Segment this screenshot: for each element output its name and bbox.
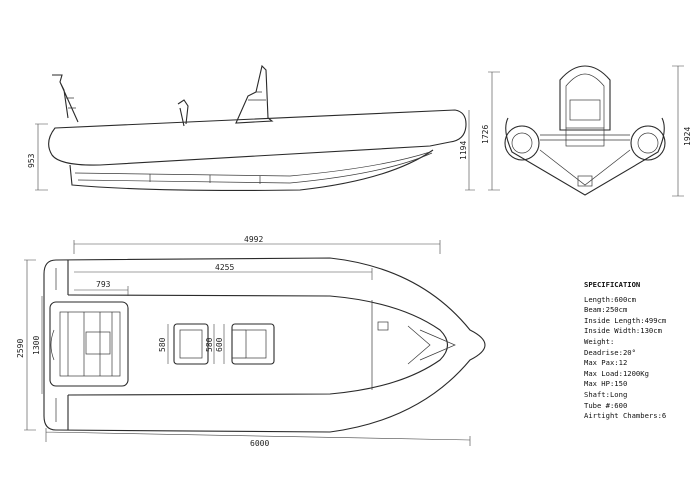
spec-line: Inside Width:130cm (584, 326, 662, 336)
dim-inside-length: 4992 (244, 235, 263, 244)
top-transom (49, 301, 129, 387)
spec-line: Beam:250cm (584, 305, 628, 315)
spec-line: Tube #:600 (584, 400, 628, 410)
front-hull (505, 117, 665, 196)
specification-panel: SPECIFICATION Length:600cm Beam:250cm In… (584, 280, 694, 422)
dim-inner-width: 1300 (32, 336, 41, 355)
dim-seat-depth-b: 600 (215, 337, 224, 352)
dim-overall-length: 6000 (250, 439, 269, 448)
specification-title: SPECIFICATION (584, 280, 641, 289)
spec-line: Deadrise:20° (584, 347, 636, 357)
dim-deck-length: 4255 (215, 263, 234, 272)
front-console (559, 65, 611, 131)
spec-line: Weight: (584, 336, 615, 346)
spec-line: Max Pax:12 (584, 358, 628, 368)
top-console (231, 323, 275, 365)
dim-transom-offset: 793 (96, 280, 111, 289)
side-console (235, 64, 274, 124)
dim-seat-width: 580 (158, 337, 167, 352)
top-view (24, 240, 486, 446)
front-tube-left (504, 125, 540, 161)
side-tube (48, 109, 467, 166)
side-hull (69, 149, 434, 191)
dim-side-height: 953 (27, 153, 36, 168)
spec-line: Inside Length:499cm (584, 315, 667, 325)
side-rail (52, 74, 79, 123)
dim-side-draft: 1194 (459, 141, 468, 160)
front-view (488, 65, 684, 197)
side-seat (177, 99, 189, 127)
spec-line: Length:600cm (584, 294, 636, 304)
dim-front-height-outer: 1924 (683, 127, 692, 146)
dim-overall-width: 2590 (16, 339, 25, 358)
spec-line: Max HP:150 (584, 379, 628, 389)
top-tube-inner (67, 294, 449, 396)
spec-line: Max Load:1200Kg (584, 368, 649, 378)
side-view (35, 64, 475, 191)
front-tube-right (630, 125, 666, 161)
top-seat (173, 323, 209, 365)
top-tube-outer (43, 257, 486, 433)
spec-line: Airtight Chambers:6 (584, 411, 667, 421)
dim-front-height-inner: 1726 (481, 125, 490, 144)
spec-line: Shaft:Long (584, 389, 628, 399)
dim-seat-depth-a: 580 (205, 337, 214, 352)
